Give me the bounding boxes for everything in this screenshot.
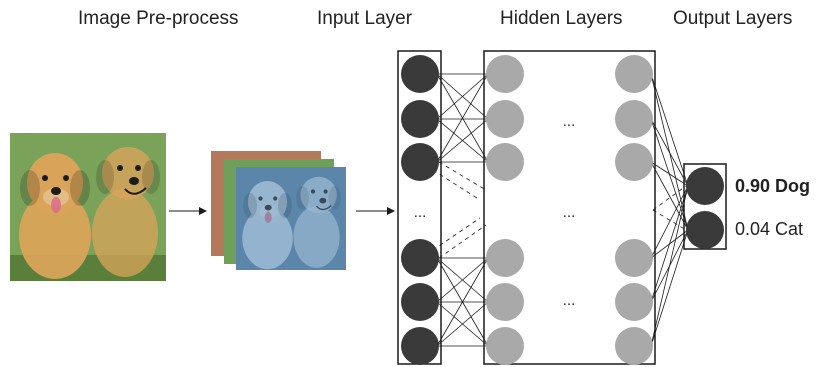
connection-dashed	[652, 209, 687, 231]
input-node	[401, 143, 439, 181]
hidden-node	[486, 239, 524, 277]
connection-hidden-output	[650, 161, 689, 231]
hidden-node	[615, 143, 653, 181]
connection-hidden-output	[650, 185, 689, 303]
connection-input-hidden	[436, 73, 489, 120]
connection-hidden-output	[650, 73, 689, 187]
connection-hidden-output	[650, 185, 689, 347]
input-node	[401, 55, 439, 93]
connection-hidden-output	[650, 161, 689, 187]
hidden-node	[615, 283, 653, 321]
rgb-channels	[211, 151, 346, 270]
connection-hidden-output	[650, 118, 689, 187]
hidden-node	[486, 283, 524, 321]
hidden-layers-box	[483, 50, 656, 365]
connection-dashed	[432, 169, 481, 201]
input-node	[401, 100, 439, 138]
hidden-node	[486, 100, 524, 138]
hidden-node	[615, 239, 653, 277]
hidden-ellipsis-bottom: ...	[563, 292, 576, 309]
hidden-node	[615, 55, 653, 93]
hidden-node	[486, 327, 524, 365]
hidden-ellipsis-top: ...	[563, 113, 576, 130]
input-node	[401, 327, 439, 365]
connection-hidden-output	[650, 229, 689, 347]
output-node-dog	[686, 167, 724, 205]
connections	[432, 73, 689, 347]
connection-dashed	[438, 161, 487, 191]
hidden-node	[486, 143, 524, 181]
input-node	[401, 283, 439, 321]
connection-input-hidden	[436, 257, 489, 303]
hidden-node	[486, 55, 524, 93]
output-node-cat	[686, 211, 724, 249]
stage-label-input-layer: Input Layer	[317, 8, 413, 29]
hidden-ellipsis-middle: ...	[563, 204, 576, 221]
output-cat-label: 0.04 Cat	[735, 219, 804, 239]
puppies-photo	[10, 133, 166, 281]
connection-hidden-output	[650, 118, 689, 231]
hidden-node	[615, 100, 653, 138]
connection-input-hidden	[436, 73, 489, 163]
nodes	[401, 55, 724, 365]
hidden-node	[615, 327, 653, 365]
stage-label-output-layers: Output Layers	[673, 8, 793, 29]
connection-hidden-output	[650, 185, 689, 259]
input-node	[401, 239, 439, 277]
connection-dashed	[652, 185, 687, 211]
connection-dashed	[438, 224, 487, 259]
connection-input-hidden	[436, 301, 489, 347]
stage-label-hidden-layers: Hidden Layers	[500, 8, 623, 29]
connection-input-hidden	[436, 257, 489, 347]
connection-dashed	[432, 217, 481, 251]
output-dog-label: 0.90 Dog	[735, 176, 811, 196]
connection-input-hidden	[436, 118, 489, 163]
stage-label-preprocess: Image Pre-process	[78, 8, 239, 29]
input-ellipsis: ...	[414, 204, 427, 221]
